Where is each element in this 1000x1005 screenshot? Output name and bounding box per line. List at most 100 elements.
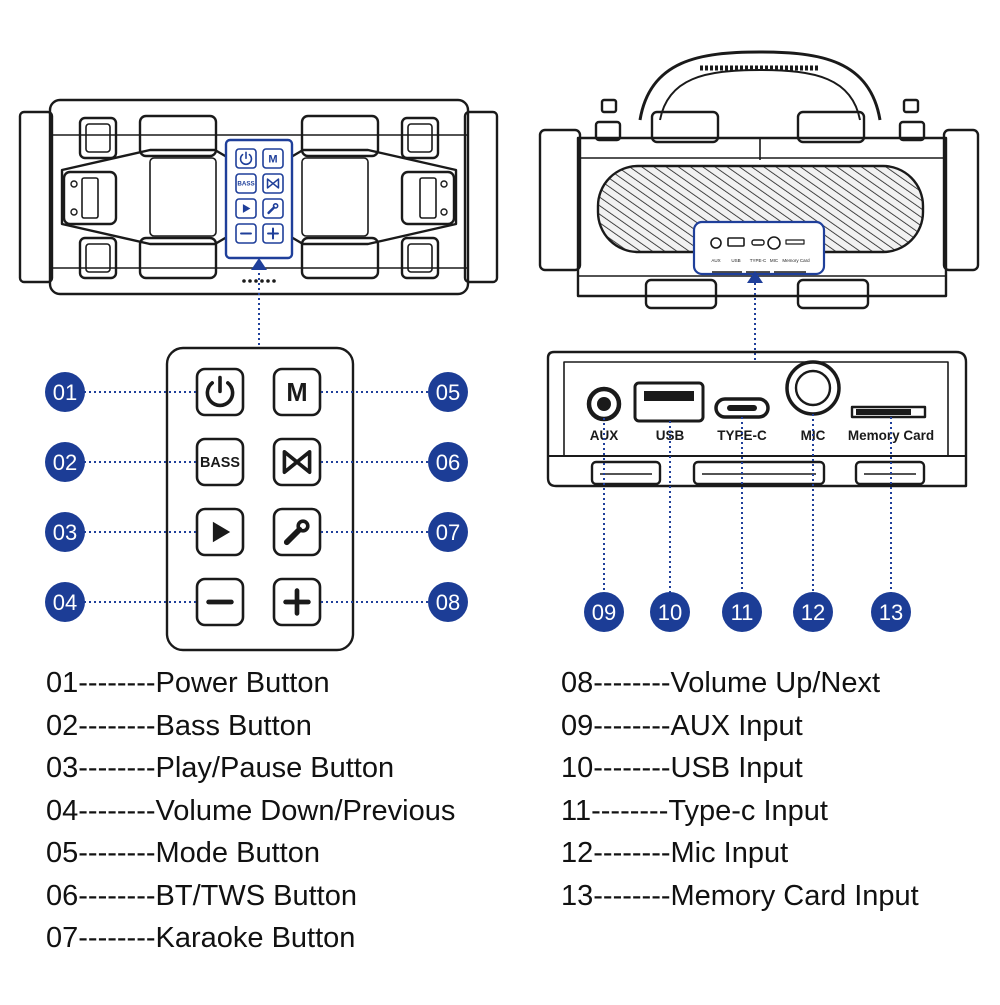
top-view-mini-buttons: M BASS [235,148,284,244]
mini-port-label: MIC [770,258,779,263]
legend-item: 05--------Mode Button [46,837,320,869]
legend-item: 09--------AUX Input [561,709,803,742]
bt-tws-icon [266,178,280,189]
mini-button-mic [262,198,284,219]
control-button-02[interactable]: BASS [195,437,245,487]
badge-12: 12 [793,592,833,632]
port-label: USB [656,428,685,443]
back-view-left-cap [538,128,582,272]
legend-item: 11--------Type-c Input [561,794,828,827]
mic-icon [267,203,279,215]
svg-text:BASS: BASS [200,455,240,471]
port-label: AUX [590,428,619,443]
legend-item: 10--------USB Input [561,752,803,784]
svg-text:06: 06 [436,450,460,475]
mode-icon: M [286,379,307,407]
mini-button-play [235,198,257,219]
legend-item: 02--------Bass Button [46,709,312,742]
badge-08: 08 [428,582,468,622]
mini-port-label: Memory Card [782,258,810,263]
control-button-05[interactable]: M [272,367,322,417]
control-button-03[interactable] [195,507,245,557]
svg-text:03: 03 [53,520,77,545]
legend-item: 08--------Volume Up/Next [561,667,881,699]
back-view-handle [638,50,882,121]
top-view-left-cap [18,110,54,284]
legend-item: 01--------Power Button [46,667,330,699]
badge-06: 06 [428,442,468,482]
port-label: TYPE-C [717,428,767,443]
svg-text:13: 13 [879,600,903,625]
top-view-strap-left [60,148,234,246]
port-leader-lines [603,414,892,594]
control-button-07[interactable] [272,507,322,557]
legend-item: 12--------Mic Input [561,837,789,869]
svg-text:02: 02 [53,450,77,475]
play-icon [242,204,251,213]
control-button-04[interactable] [195,577,245,627]
badge-09: 09 [584,592,624,632]
mini-button-bass: BASS [235,173,257,194]
svg-text:05: 05 [436,380,460,405]
control-button-08[interactable] [272,577,322,627]
back-view-pointer [747,271,763,362]
legend-right: 08--------Volume Up/Next 09--------AUX I… [561,662,919,917]
badge-13: 13 [871,592,911,632]
legend-item: 06--------BT/TWS Button [46,879,357,912]
led-indicator-dots [242,279,276,283]
svg-text:12: 12 [801,600,825,625]
legend-item: 04--------Volume Down/Previous [46,794,456,827]
bass-icon: BASS [237,181,254,188]
svg-text:M: M [286,379,307,407]
mini-port-label: TYPE-C [750,258,767,263]
mini-port-label: AUX [711,258,720,263]
port-panel [546,350,968,488]
mini-button-minus [235,223,257,244]
legend-left: 01--------Power Button 02--------Bass Bu… [46,662,455,960]
type-c-port [714,397,770,419]
power-icon [205,375,235,408]
svg-text:BASS: BASS [237,181,254,188]
port-panel-outline [546,350,968,488]
mini-button-plus [262,223,284,244]
badge-11: 11 [722,592,762,632]
control-panel-outline [165,346,355,652]
top-view-strap-right [284,148,458,246]
mode-icon: M [268,153,277,165]
badge-10: 10 [650,592,690,632]
badge-04: 04 [45,582,85,622]
badge-05: 05 [428,372,468,412]
top-view-right-cap [463,110,499,284]
mic-port [785,360,841,416]
legend-item: 07--------Karaoke Button [46,922,356,954]
right-leader-lines [321,391,430,603]
svg-text:08: 08 [436,590,460,615]
play-icon [212,521,231,543]
karaoke-mic-icon [283,519,310,546]
back-view-right-cap [942,128,980,272]
svg-text:09: 09 [592,600,616,625]
speaker-back-view [538,50,980,310]
mini-button-mode: M [262,148,284,169]
bass-icon: BASS [200,455,240,471]
legend-item: 13--------Memory Card Input [561,879,919,912]
badge-03: 03 [45,512,85,552]
control-button-01[interactable] [195,367,245,417]
usb-port [633,381,705,423]
control-button-06[interactable] [272,437,322,487]
mini-button-bt-tws [262,173,284,194]
svg-text:11: 11 [731,600,754,625]
badge-02: 02 [45,442,85,482]
legend-item: 03--------Play/Pause Button [46,752,395,784]
back-view-port-panel [692,220,826,276]
memory-card-slot [850,405,927,419]
badge-07: 07 [428,512,468,552]
left-leader-lines [84,391,196,603]
plus-icon [267,227,279,240]
plus-icon [283,588,311,616]
bt-tws-icon [282,450,312,474]
svg-text:07: 07 [436,520,460,545]
